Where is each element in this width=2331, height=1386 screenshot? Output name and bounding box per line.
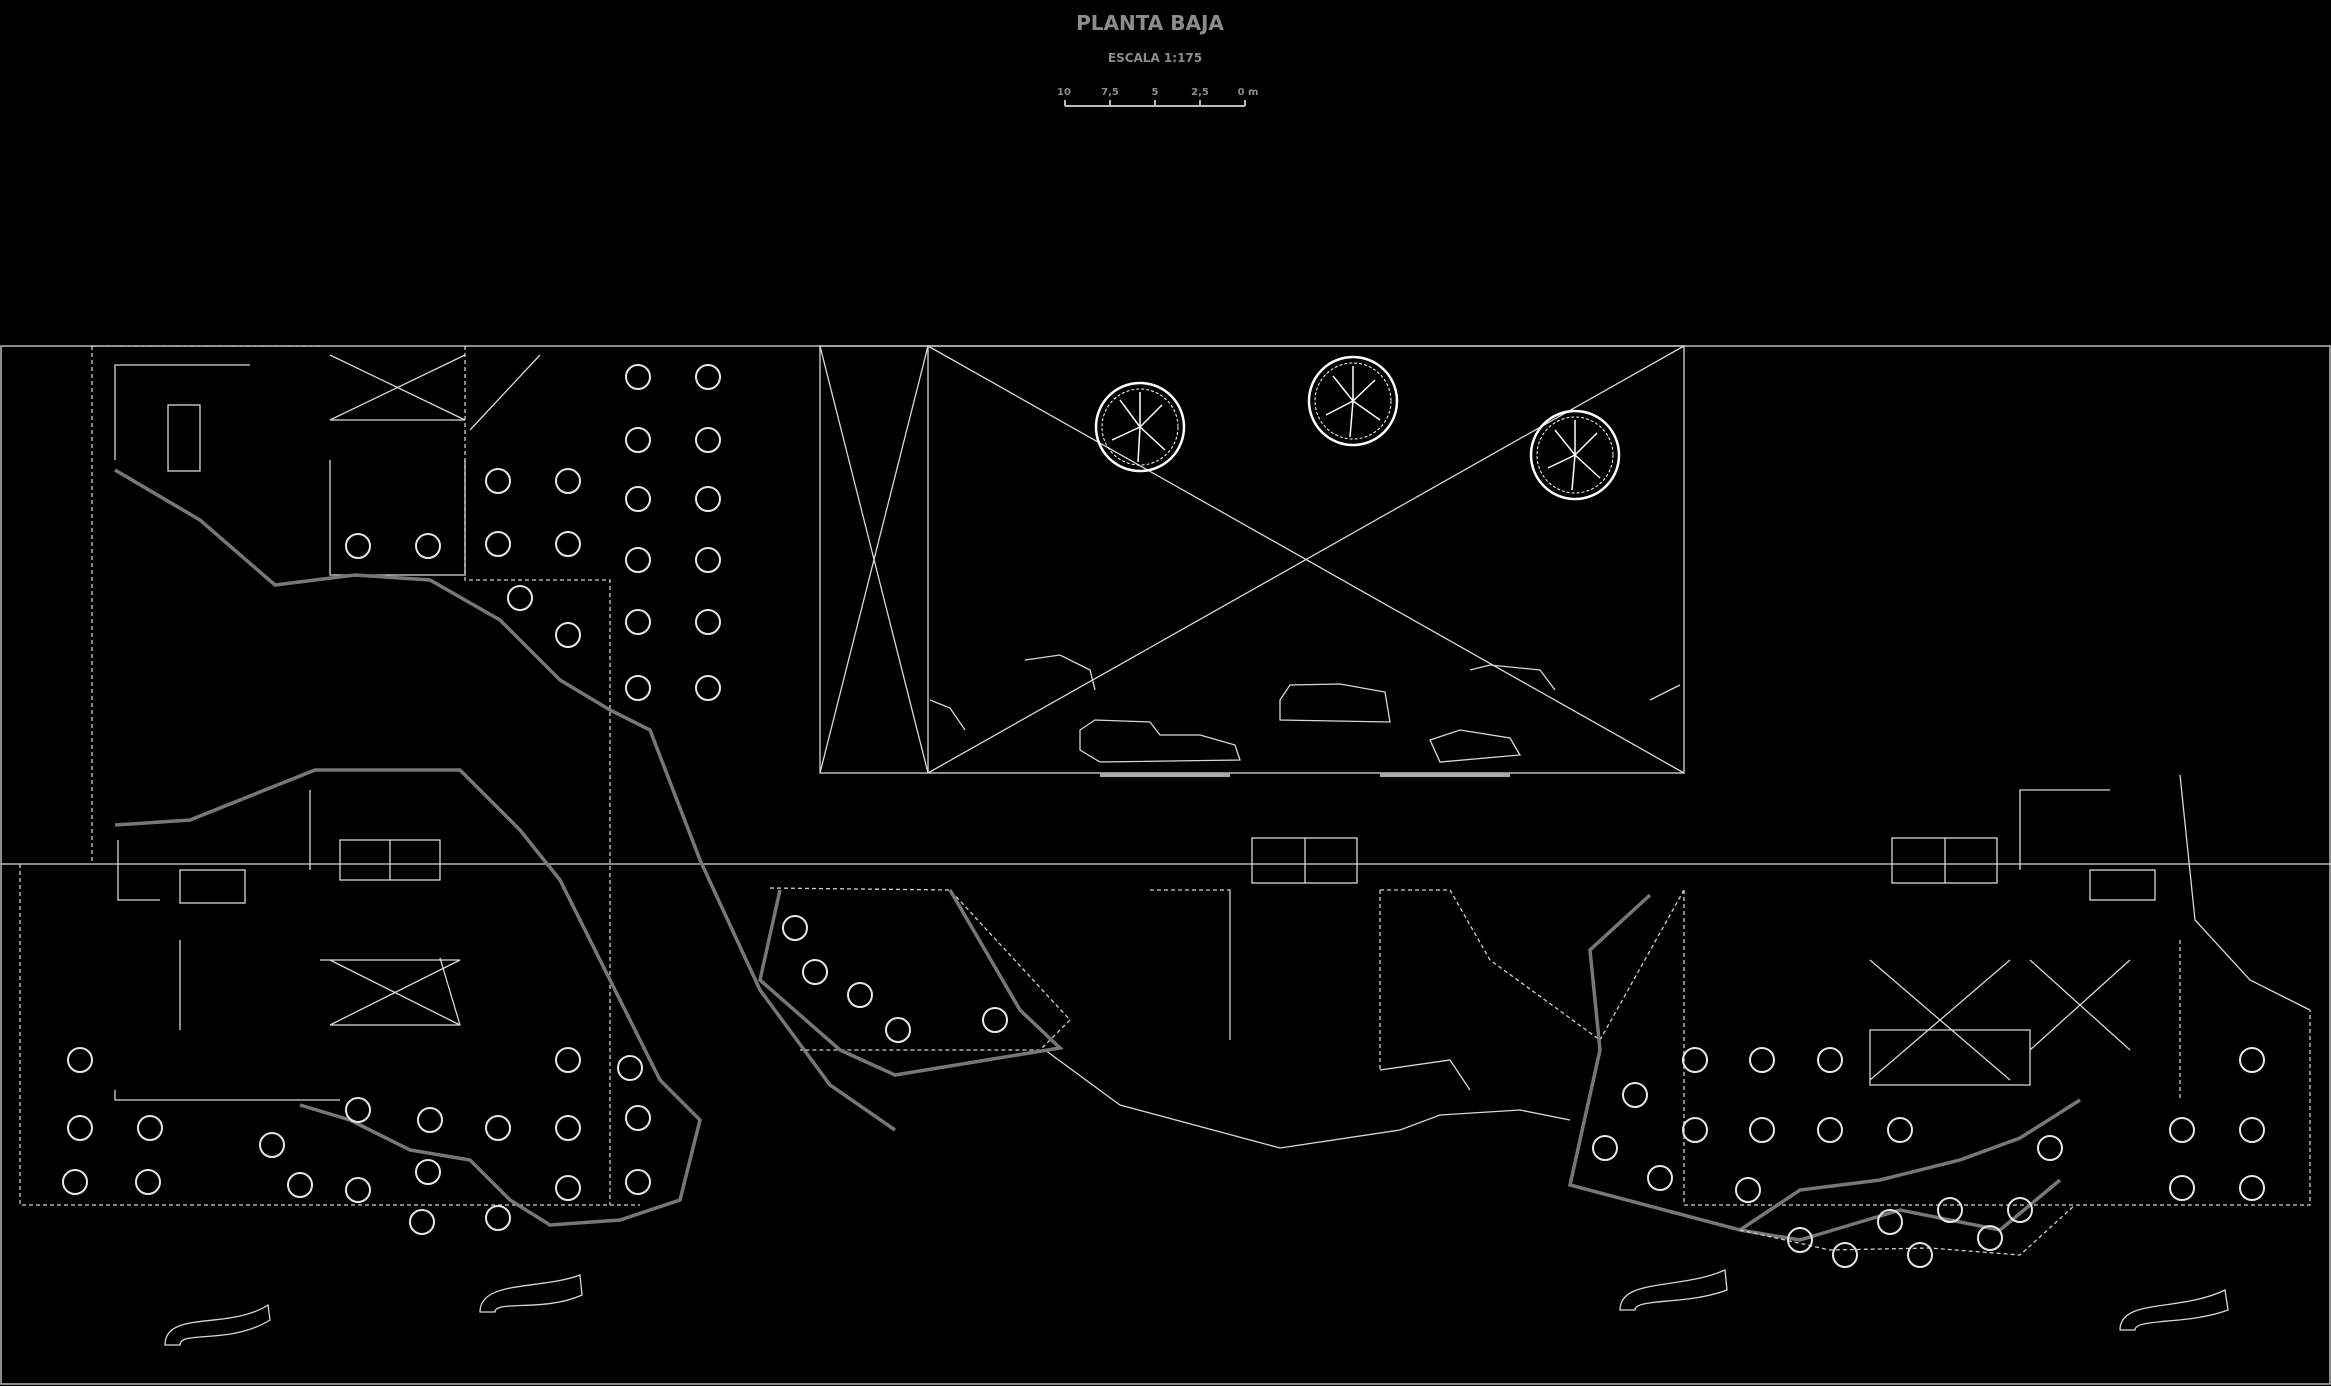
tree-icon [1094, 381, 1186, 473]
plan-title: PLANTA BAJA [1076, 11, 1224, 35]
scale-tick-5: 5 [1152, 87, 1159, 98]
bench-icon [164, 1269, 2229, 1346]
tree-icon [1529, 409, 1621, 501]
table-set [62, 364, 2265, 1268]
scale-tick-0: 0 m [1238, 87, 1259, 98]
scale-tick-7-5: 7,5 [1101, 87, 1119, 98]
scale-tick-10: 10 [1057, 87, 1071, 98]
scale-bar: 10 7,5 5 2,5 0 m [1057, 87, 1259, 107]
tree-icon [1307, 355, 1399, 447]
left-building [19, 345, 896, 1227]
scale-text: ESCALA 1:175 [1108, 51, 1202, 65]
courtyard-block [819, 345, 1685, 777]
scale-tick-2-5: 2,5 [1191, 87, 1209, 98]
right-building [1567, 774, 2311, 1256]
central-area [758, 837, 1601, 1149]
